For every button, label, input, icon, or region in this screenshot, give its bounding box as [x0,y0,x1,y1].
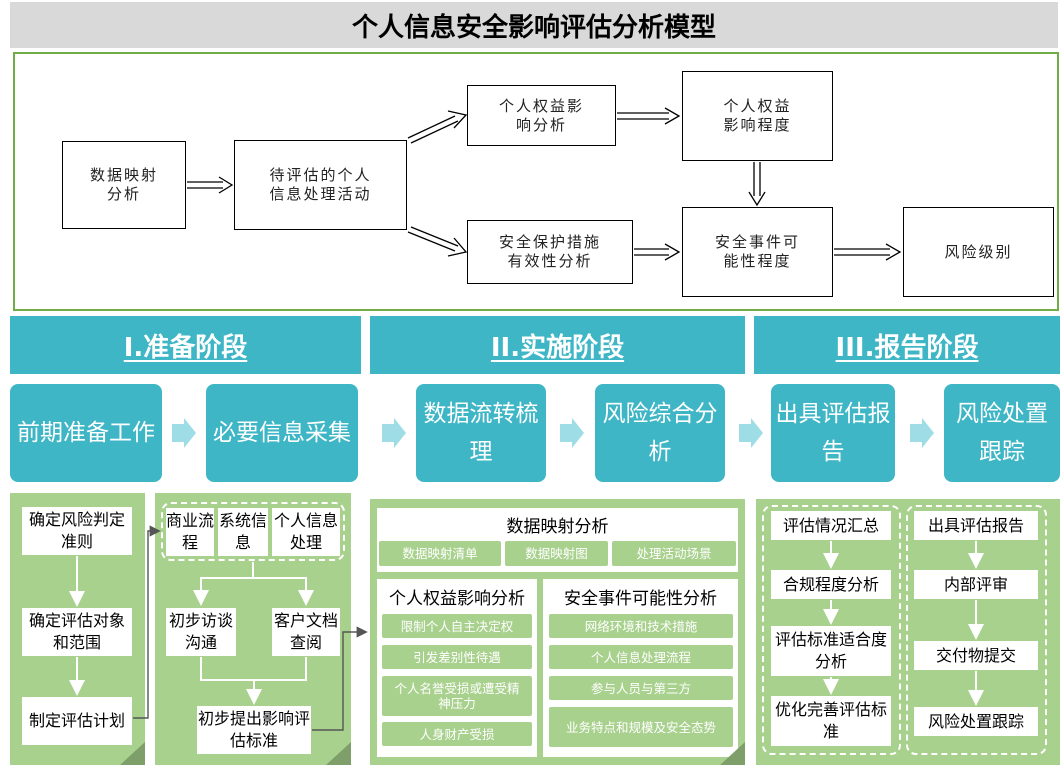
pending-activity-label: 待评估的个人 信息处理活动 [269,166,372,203]
summary-group [762,505,901,755]
step-risk-analysis: 风险综合分析 [595,384,725,482]
possibility-degree-label: 安全事件可 能性程度 [714,233,800,270]
plan-box: 制定评估计划 [22,697,132,745]
page-title: 个人信息安全影响评估分析模型 [10,2,1058,48]
rights-analysis-box: 个人权益影 响分析 [467,85,616,146]
compliance-box: 合规程度分析 [771,570,891,599]
pending-activity-box: 待评估的个人 信息处理活动 [234,140,407,230]
system-info-box: 系统信息 [218,508,268,556]
security-item-pill: 网络环境和技术措施 [549,614,733,638]
security-title: 安全事件可能性分析 [564,588,717,609]
pi-processing-box: 个人信息处理 [272,508,340,556]
protection-analysis-box: 安全保护措施 有效性分析 [467,220,633,284]
scope-box: 确定评估对象和范围 [22,608,132,656]
possibility-degree-box: 安全事件可 能性程度 [682,207,833,297]
security-item-pill: 业务特点和规模及安全态势 [549,707,733,747]
rights-analysis-label: 个人权益影 响分析 [498,96,584,134]
protection-analysis-label: 安全保护措施 有效性分析 [498,233,601,270]
rights-title: 个人权益影响分析 [389,588,525,609]
phase-implement: II.实施阶段 [370,316,745,374]
document-review-box: 客户文档查阅 [272,608,340,656]
scenario-pill: 处理活动场景 [612,541,736,566]
delivery-box: 交付物提交 [914,641,1038,670]
suitability-box: 评估标准适合度分析 [771,626,891,676]
mapping-chart-pill: 数据映射图 [505,541,608,566]
phase-report: III.报告阶段 [754,316,1060,374]
collection-group [161,502,345,561]
security-item-pill: 参与人员与第三方 [549,676,733,700]
data-mapping-label: 数据映射 分析 [89,166,158,203]
step-preparation: 前期准备工作 [10,384,162,482]
flow-arrows [187,107,902,261]
internal-review-box: 内部评审 [914,570,1038,599]
phase-prepare: I.准备阶段 [10,316,361,374]
flowchart-frame: 数据映射 分析 待评估的个人 信息处理活动 个人权益影 响分析 个人权益 影响程… [13,52,1059,311]
delivery-group [906,505,1047,755]
step-risk-tracking: 风险处置跟踪 [944,384,1060,482]
rights-item-pill: 人身财产受损 [382,722,532,746]
rights-item-pill: 个人名誉受损或遭受精神压力 [382,676,532,716]
data-mapping-box: 数据映射 分析 [62,141,186,229]
mapping-list-pill: 数据映射清单 [379,541,501,566]
rights-item-pill: 限制个人自主决定权 [382,614,532,638]
criteria-box: 确定风险判定准则 [22,507,132,555]
risk-level-box: 风险级别 [903,207,1054,297]
mapping-title: 数据映射分析 [506,516,609,537]
security-item-pill: 个人信息处理流程 [549,645,733,669]
optimize-box: 优化完善评估标准 [771,696,891,746]
rights-item-pill: 引发差别性待遇 [382,645,532,669]
rights-degree-box: 个人权益 影响程度 [682,71,833,161]
risk-tracking-box: 风险处置跟踪 [914,707,1038,736]
step-data-flow: 数据流转梳理 [416,384,546,482]
business-process-box: 商业流程 [166,508,214,556]
step-report: 出具评估报告 [771,384,895,482]
standard-draft-box: 初步提出影响评估标准 [197,706,311,754]
risk-level-label: 风险级别 [944,242,1013,261]
issue-report-box: 出具评估报告 [914,511,1038,540]
step-info-collection: 必要信息采集 [206,384,358,482]
summary-box: 评估情况汇总 [771,511,891,540]
interview-box: 初步访谈沟通 [166,608,236,656]
rights-degree-label: 个人权益 影响程度 [723,97,792,134]
